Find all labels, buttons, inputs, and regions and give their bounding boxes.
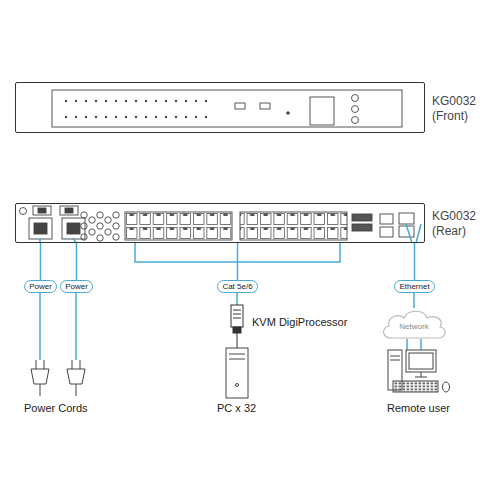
- kvm-adapter: [231, 305, 243, 348]
- part-label: KVM DigiProcessor: [252, 316, 347, 328]
- tag-text: Network: [379, 322, 449, 331]
- pc-tower: [226, 348, 248, 398]
- tag-text: Power: [29, 282, 52, 291]
- cable-tag: Cat 5e/6: [217, 280, 258, 293]
- cable-line: [40, 243, 42, 280]
- item-caption: PC x 32: [217, 402, 256, 414]
- cable-line: [237, 243, 239, 280]
- cable-tag: Ethernet: [394, 280, 435, 293]
- item-caption: Power Cords: [24, 402, 88, 414]
- tag-text: Cat 5e/6: [222, 282, 252, 291]
- front-panel: [52, 90, 402, 127]
- cable-line: [413, 293, 415, 308]
- device-panel: KG0032 (Front): [15, 82, 425, 133]
- cable-line: [414, 243, 416, 280]
- model-label: KG0032 (Front): [432, 94, 484, 124]
- device-panel: KG0032 (Rear): [15, 203, 425, 243]
- tag-text: Ethernet: [399, 282, 429, 291]
- remote-computer: [388, 350, 450, 392]
- network-cloud: Network: [379, 308, 449, 340]
- power-plug: [31, 360, 85, 396]
- cable-tag: Power: [60, 280, 93, 293]
- tag-text: Power: [65, 282, 88, 291]
- rear-panel: [20, 206, 415, 241]
- cable-tag: Power: [24, 280, 57, 293]
- model-label: KG0032 (Rear): [432, 209, 484, 239]
- wires: [40, 224, 421, 360]
- cable-line: [76, 243, 78, 280]
- item-caption: Remote user: [387, 402, 450, 414]
